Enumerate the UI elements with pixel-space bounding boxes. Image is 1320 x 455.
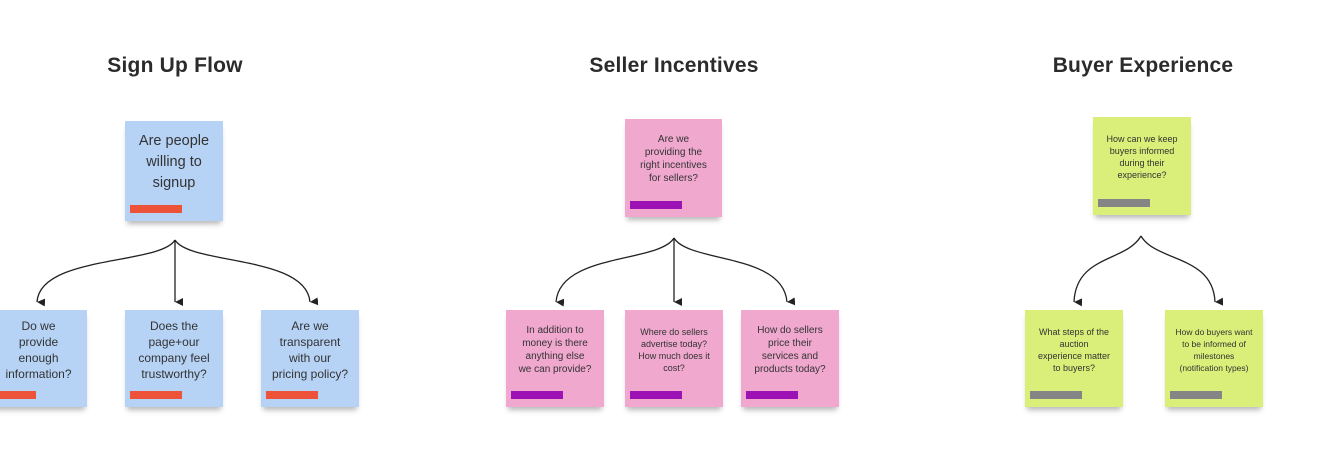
sticky-note-signup-child-1[interactable]: Do we provide enough information? <box>0 310 87 407</box>
sticky-note-seller-root[interactable]: Are we providing the right incentives fo… <box>625 119 722 217</box>
connector-seller-1 <box>555 237 675 307</box>
tag-bar <box>0 391 36 399</box>
sticky-note-buyer-root[interactable]: How can we keep buyers informed during t… <box>1093 117 1191 215</box>
sticky-note-signup-child-2[interactable]: Does the page+our company feel trustwort… <box>125 310 223 407</box>
sticky-note-text: How do buyers want to be informed of mil… <box>1175 326 1253 373</box>
sticky-note-buyer-child-1[interactable]: What steps of the auction experience mat… <box>1025 310 1123 407</box>
section-title-seller-incentives: Seller Incentives <box>589 54 759 77</box>
connector-signup-3 <box>174 239 319 306</box>
connector-buyer-2 <box>1140 235 1224 306</box>
tag-bar <box>266 391 318 399</box>
sticky-note-signup-root[interactable]: Are people willing to signup <box>125 121 223 221</box>
sticky-note-text: Does the page+our company feel trustwort… <box>138 318 210 381</box>
sticky-note-text: What steps of the auction experience mat… <box>1037 326 1111 373</box>
sticky-note-text: In addition to money is there anything e… <box>518 324 592 375</box>
sticky-note-buyer-child-2[interactable]: How do buyers want to be informed of mil… <box>1165 310 1263 407</box>
tag-bar <box>1030 391 1082 399</box>
sticky-note-text: How do sellers price their services and … <box>754 324 826 375</box>
connector-seller-3 <box>673 237 796 306</box>
section-title-sign-up-flow: Sign Up Flow <box>107 54 243 77</box>
tag-bar <box>630 391 682 399</box>
sticky-note-text: Do we provide enough information? <box>5 318 72 381</box>
sticky-note-seller-child-2[interactable]: Where do sellers advertise today? How mu… <box>625 310 723 407</box>
tag-bar <box>1098 199 1150 207</box>
tag-bar <box>130 391 182 399</box>
tag-bar <box>1170 391 1222 399</box>
tag-bar <box>130 205 182 213</box>
sticky-note-seller-child-1[interactable]: In addition to money is there anything e… <box>506 310 604 407</box>
connector-buyer-1 <box>1073 235 1142 307</box>
sticky-note-signup-child-3[interactable]: Are we transparent with our pricing poli… <box>261 310 359 407</box>
sticky-note-text: Are we providing the right incentives fo… <box>640 134 707 184</box>
sticky-note-text: How can we keep buyers informed during t… <box>1106 134 1178 180</box>
sticky-note-text: Are we transparent with our pricing poli… <box>271 318 349 381</box>
tag-bar <box>746 391 798 399</box>
section-title-buyer-experience: Buyer Experience <box>1052 54 1234 77</box>
sticky-note-text: Are people willing to signup <box>138 132 210 191</box>
sticky-note-seller-child-3[interactable]: How do sellers price their services and … <box>741 310 839 407</box>
tag-bar <box>511 391 563 399</box>
sticky-note-text: Where do sellers advertise today? How mu… <box>638 326 710 373</box>
connector-signup-1 <box>36 239 176 307</box>
tag-bar <box>630 201 682 209</box>
